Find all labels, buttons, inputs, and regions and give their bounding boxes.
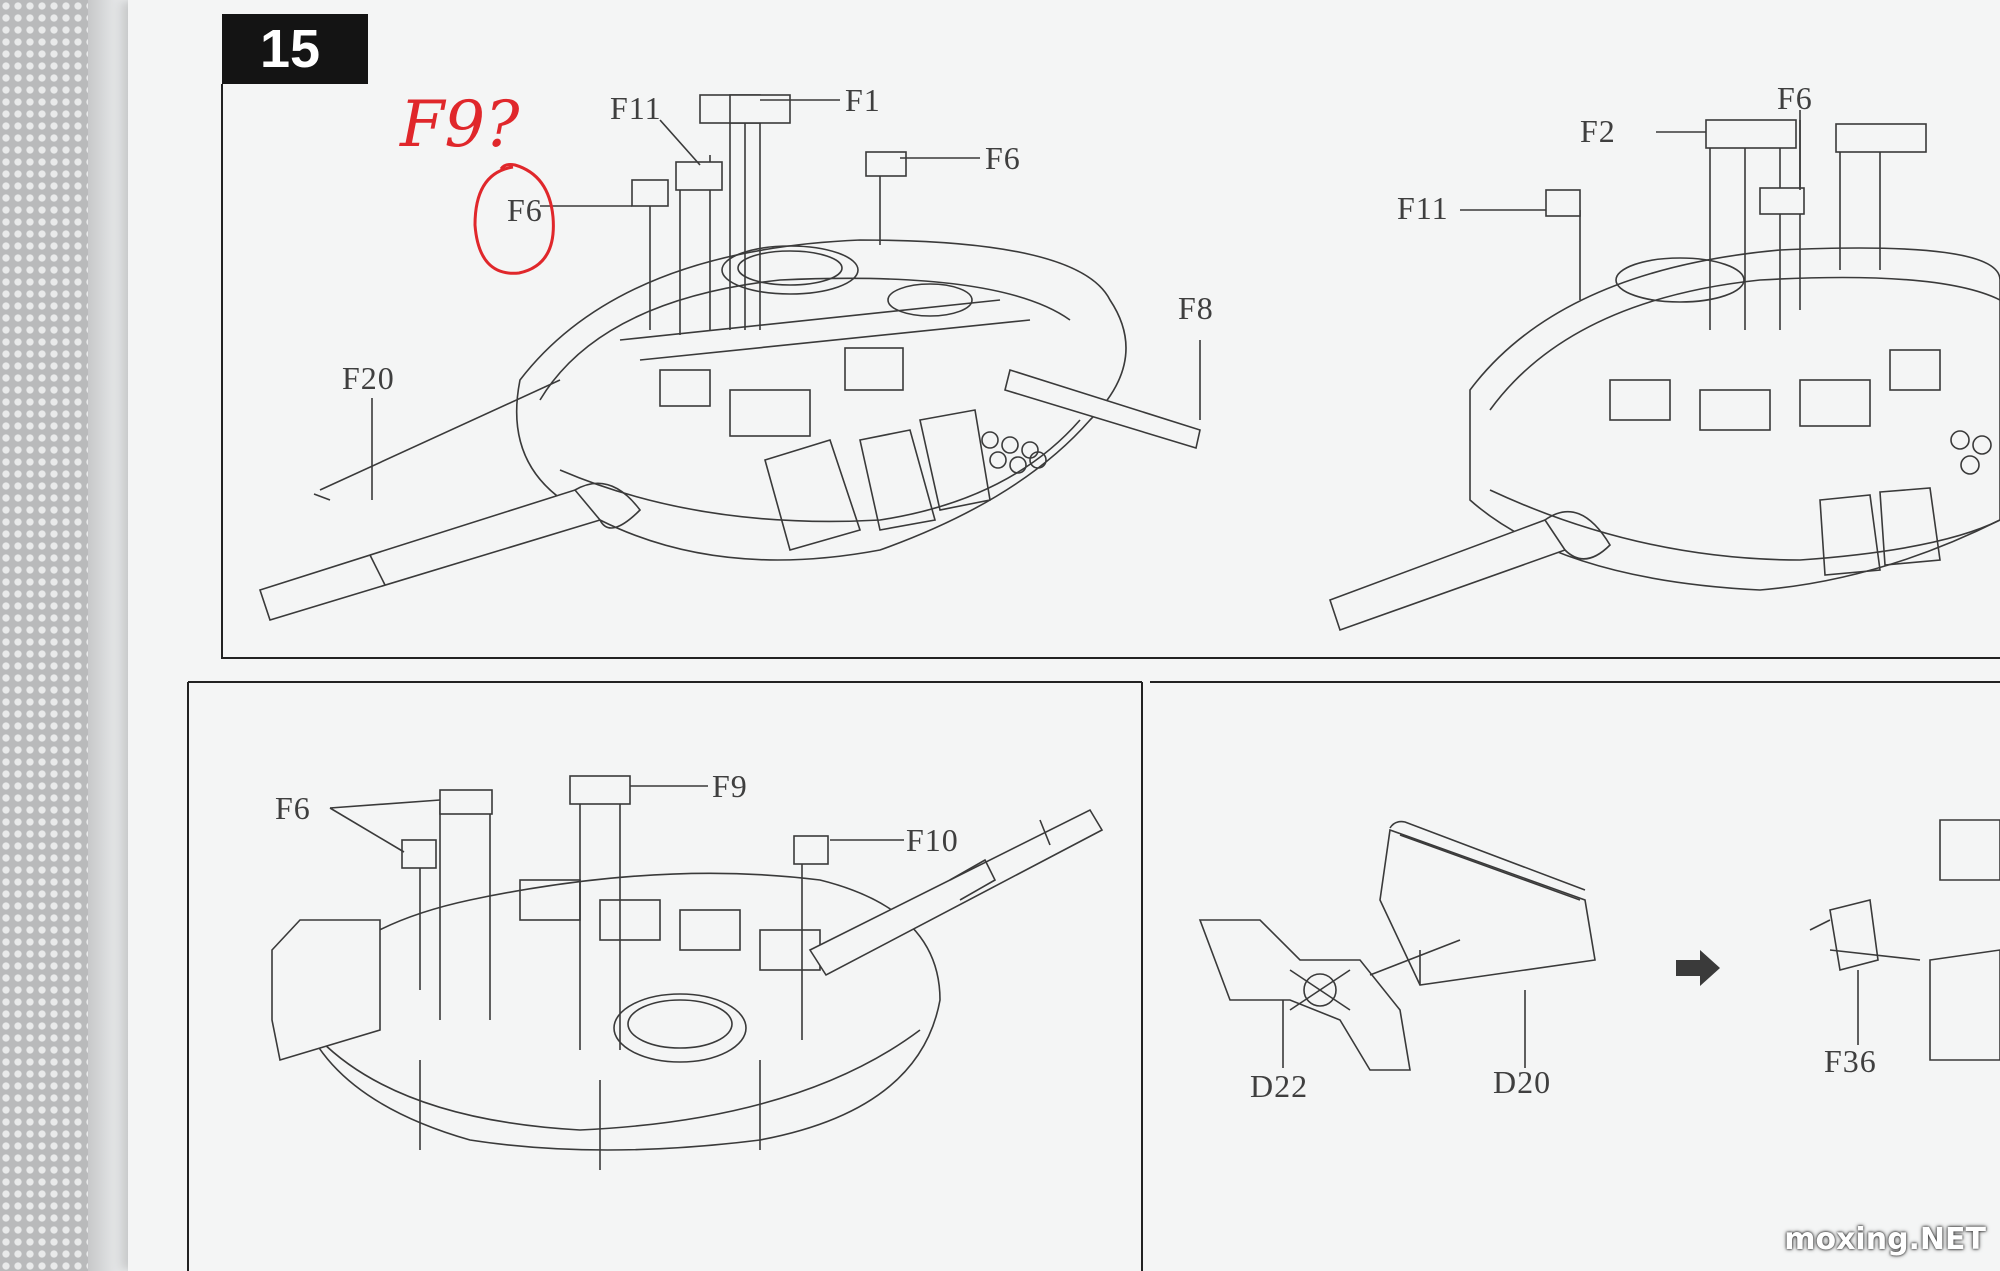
watermark: moxing.NET [1784, 1222, 1986, 1257]
label-f2: F2 [1580, 113, 1616, 149]
label-f8: F8 [1178, 290, 1214, 326]
frame-top [221, 84, 2000, 659]
turret-bottom-left [271, 775, 1104, 1170]
label-f6: F6 [275, 790, 311, 826]
label-f36: F36 [1824, 1043, 1877, 1079]
turret-top-left [258, 94, 1201, 621]
label-f1: F1 [845, 82, 881, 118]
step-number-badge: 15 [222, 14, 368, 84]
parts-bottom-right [1198, 819, 2000, 1071]
label-f11: F11 [610, 90, 662, 126]
label-f6-circled: F6 [507, 192, 543, 228]
handwritten-circle [473, 163, 555, 275]
handwritten-annotation: F9? [400, 88, 520, 162]
label-f6: F6 [985, 140, 1021, 176]
label-f20: F20 [342, 360, 395, 396]
turret-top-right [1328, 110, 2000, 632]
label-f6: F6 [1777, 80, 1813, 116]
label-d20: D20 [1493, 1064, 1552, 1100]
label-d22: D22 [1250, 1068, 1309, 1104]
label-f9: F9 [712, 768, 748, 804]
label-f11: F11 [1397, 190, 1449, 226]
label-f10: F10 [906, 822, 959, 858]
